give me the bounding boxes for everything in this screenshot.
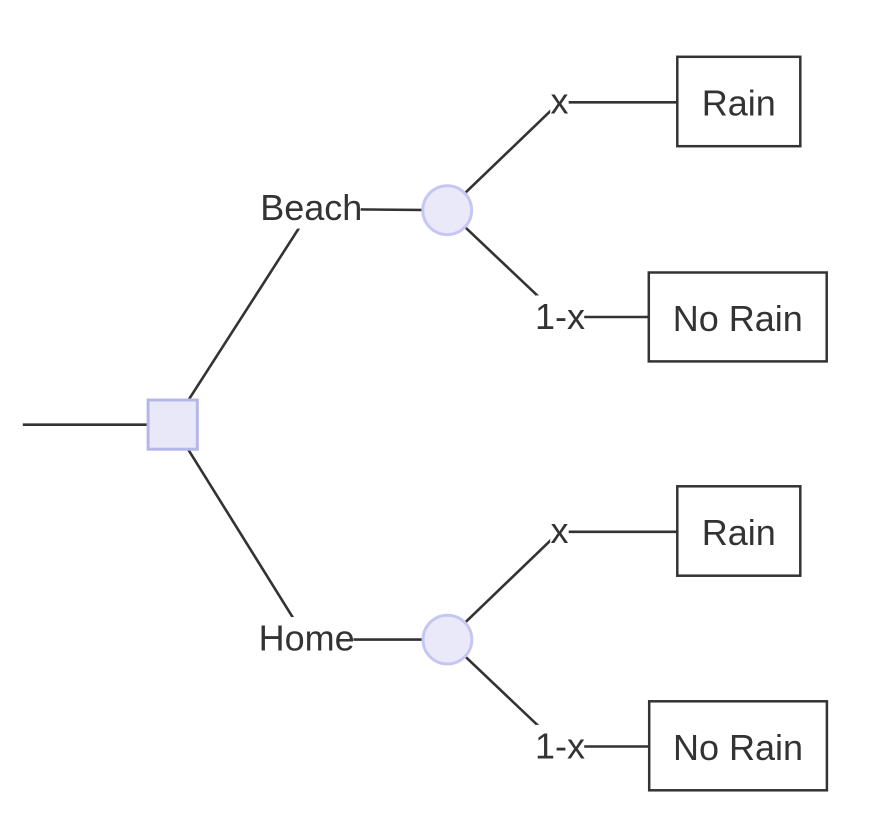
- svg-text:x: x: [551, 80, 569, 121]
- svg-text:1-x: 1-x: [535, 296, 585, 337]
- svg-text:Home: Home: [259, 618, 355, 659]
- svg-text:1-x: 1-x: [535, 726, 585, 767]
- svg-text:Rain: Rain: [702, 82, 776, 123]
- svg-text:x: x: [551, 510, 569, 551]
- svg-text:Rain: Rain: [702, 512, 776, 553]
- svg-text:No Rain: No Rain: [673, 727, 803, 768]
- svg-text:No Rain: No Rain: [673, 298, 803, 339]
- svg-text:Beach: Beach: [260, 187, 362, 228]
